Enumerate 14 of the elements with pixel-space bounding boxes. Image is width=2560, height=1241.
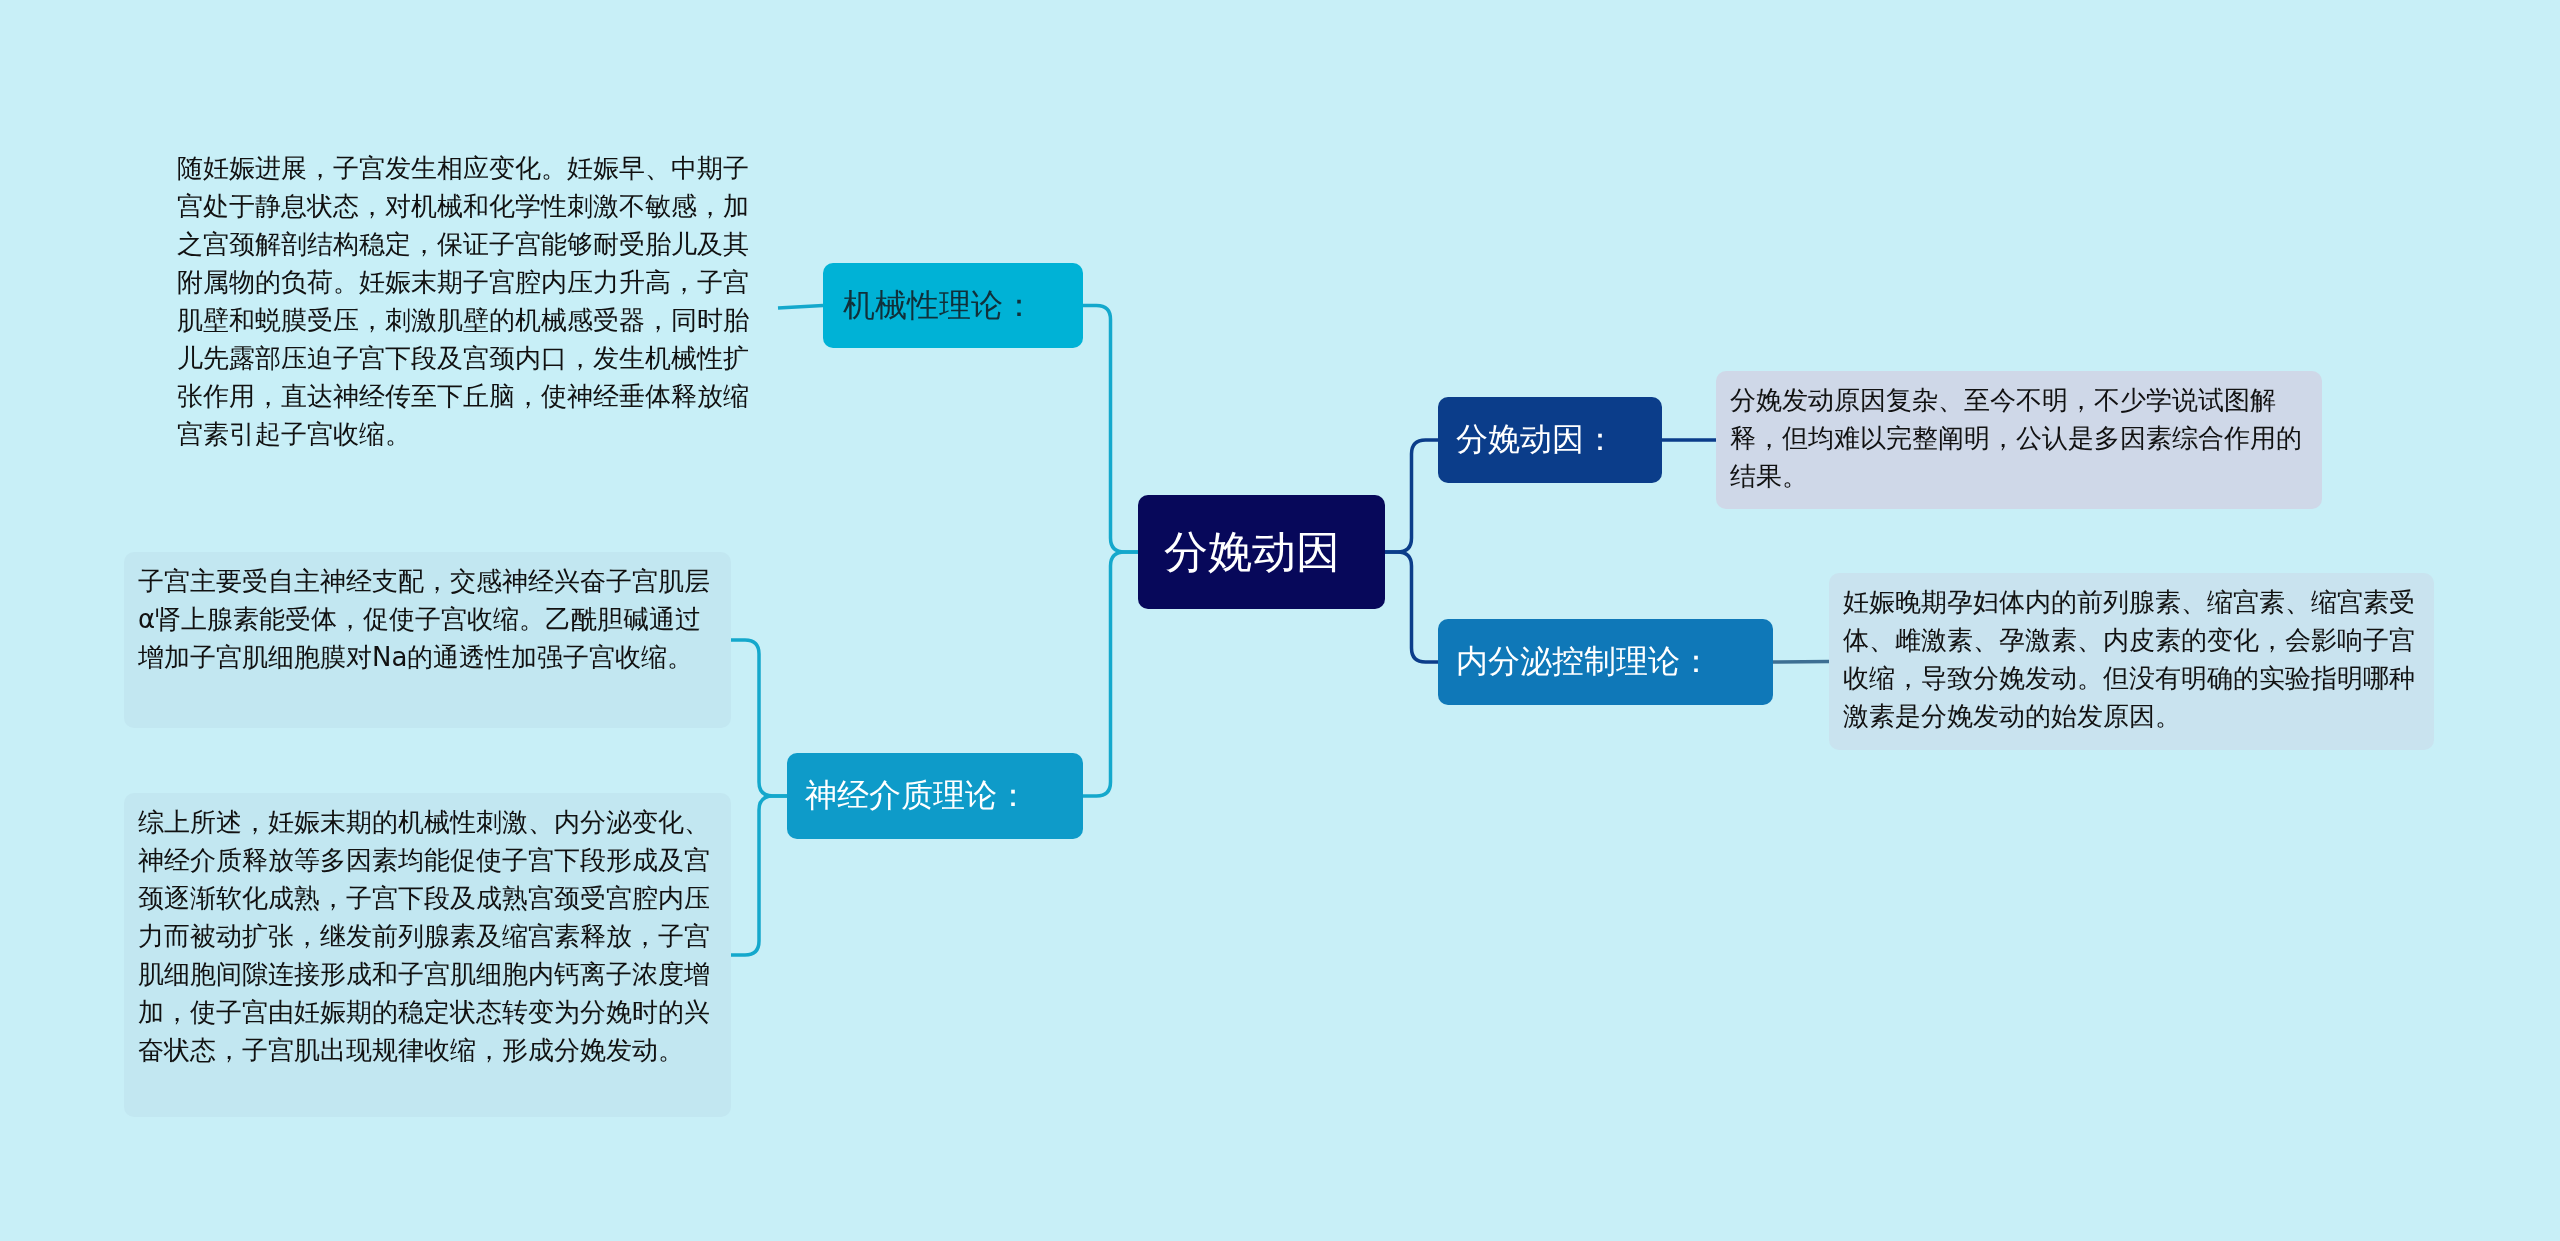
note-box: 妊娠晚期孕妇体内的前列腺素、缩宫素、缩宫素受体、雌激素、孕激素、内皮素的变化，会影响子宫收缩，导致分娩发动。但没有明确的实验指明哪种激素是分娩发动的始发原因。 [1829, 573, 2434, 750]
note-text: 随妊娠进展，子宫发生相应变化。妊娠早、中期子宫处于静息状态，对机械和化学性刺激不敏感，加之宫颈解剖结构稳定，保证子宫能够耐受胎儿及其附属物的负荷。妊娠末期子宫腔内压力升高，子宫肌壁和蜕膜受压，刺激肌壁的机械感受器，同时胎儿先露部压迫子宫下段及宫颈内口，发生机械性扩张作用，直达神经传至下丘脑，使神经垂体释放缩宫素引起子宫收缩。 [163, 139, 778, 477]
branch-topic: 神经介质理论： [787, 753, 1083, 839]
branch-topic: 内分泌控制理论： [1438, 619, 1773, 705]
note-box: 子宫主要受自主神经支配，交感神经兴奋子宫肌层α肾上腺素能受体，促使子宫收缩。乙酰胆碱通过增加子宫肌细胞膜对Na的通透性加强子宫收缩。 [124, 552, 731, 728]
branch-topic: 分娩动因： [1438, 397, 1662, 483]
note-box: 综上所述，妊娠末期的机械性刺激、内分泌变化、神经介质释放等多因素均能促使子宫下段形成及宫颈逐渐软化成熟，子宫下段及成熟宫颈受宫腔内压力而被动扩张，继发前列腺素及缩宫素释放，子宫肌细胞间隙连接形成和子宫肌细胞内钙离子浓度增加，使子宫由妊娠期的稳定状态转变为分娩时的兴奋状态，子宫肌出现规律收缩，形成分娩发动。 [124, 793, 731, 1117]
connector-line [1385, 550, 1438, 664]
note-box: 分娩发动原因复杂、至今不明，不少学说试图解释，但均难以完整阐明，公认是多因素综合作用的结果。 [1716, 371, 2322, 509]
branch-topic: 机械性理论： [823, 263, 1083, 348]
connector-line [1662, 438, 1716, 442]
connector-line [1773, 659, 1829, 664]
central-topic: 分娩动因 [1138, 495, 1385, 609]
connector-line [777, 303, 824, 310]
